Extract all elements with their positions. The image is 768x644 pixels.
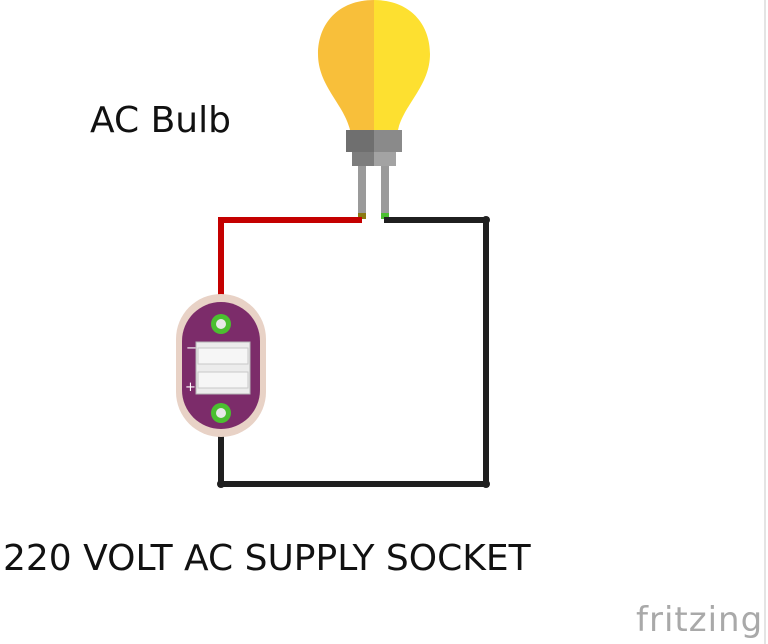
- bulb-label: AC Bulb: [90, 100, 231, 141]
- live-wire: [218, 217, 362, 318]
- ac-supply-socket: − +: [176, 294, 266, 437]
- neutral-wire: [217, 216, 490, 488]
- socket-plus-mark: +: [185, 380, 196, 395]
- ac-bulb-icon: [318, 0, 430, 219]
- canvas-edge: [764, 0, 766, 644]
- socket-minus-mark: −: [186, 341, 197, 356]
- socket-label: 220 VOLT AC SUPPLY SOCKET: [3, 538, 531, 579]
- fritzing-logo: fritzing: [636, 600, 764, 640]
